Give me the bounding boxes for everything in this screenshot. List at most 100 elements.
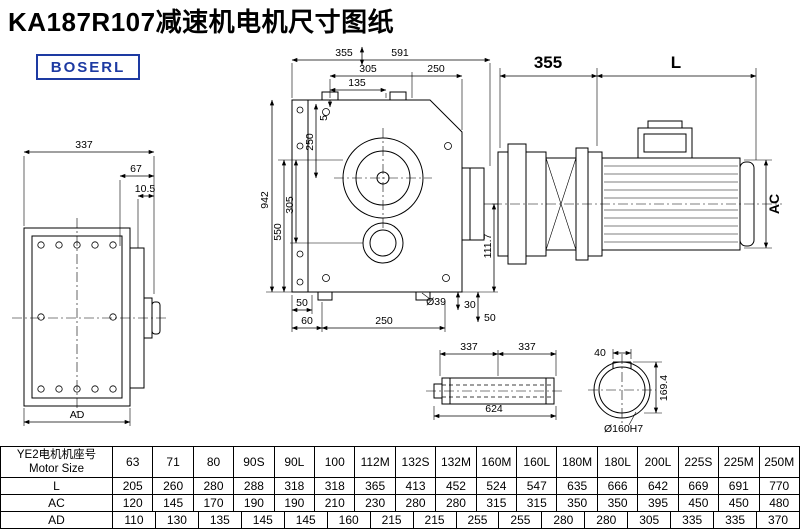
table-cell: 110 — [113, 512, 156, 529]
column-header: 90S — [234, 447, 275, 478]
dim-550: 550 — [272, 223, 284, 241]
table-cell: 190 — [234, 495, 275, 512]
dim-shaft-337-b: 337 — [518, 341, 536, 353]
table-cell: 413 — [395, 478, 437, 495]
column-header: 180M — [557, 447, 598, 478]
table-cell: 315 — [517, 495, 558, 512]
dim-bore-169-4: 169.4 — [658, 375, 670, 401]
column-header: 225S — [678, 447, 720, 478]
table-cell: 145 — [284, 512, 328, 529]
dim-250-bottom: 250 — [375, 315, 393, 327]
table-cell: 335 — [714, 512, 758, 529]
table-cell: 642 — [638, 478, 679, 495]
dim-shaft-624: 624 — [485, 403, 503, 415]
label-bore-160H7: Ø160H7 — [604, 423, 643, 435]
technical-drawing: 337 67 10.5 AD 591 355 305 250 — [12, 46, 782, 435]
dim-305-top: 305 — [359, 63, 377, 75]
table-cell: 452 — [436, 478, 477, 495]
table-cell: 288 — [234, 478, 275, 495]
dim-left-10-5: 10.5 — [135, 183, 156, 195]
column-header: 160M — [476, 447, 518, 478]
table-cell: 280 — [193, 478, 235, 495]
table-cell: 315 — [476, 495, 518, 512]
dim-250-left: 250 — [304, 133, 316, 151]
dim-left-67: 67 — [130, 163, 142, 175]
dim-bore-40: 40 — [594, 347, 606, 359]
table-cell: 669 — [678, 478, 720, 495]
dim-50-bottom-left: 50 — [296, 297, 308, 309]
table-cell: 666 — [597, 478, 639, 495]
table-cell: 135 — [198, 512, 242, 529]
table-cell: 318 — [274, 478, 316, 495]
table-cell: 395 — [638, 495, 679, 512]
page-title: KA187R107减速机电机尺寸图纸 — [8, 7, 395, 37]
table-cell: 365 — [355, 478, 396, 495]
table-cell: 691 — [719, 478, 760, 495]
dim-111-7: 111.7 — [482, 233, 494, 258]
table-cell: 130 — [155, 512, 199, 529]
table-cell: 210 — [315, 495, 356, 512]
left-side-view: 337 67 10.5 AD — [12, 139, 168, 426]
table-cell: 215 — [370, 512, 414, 529]
table-cell: 450 — [719, 495, 760, 512]
column-header: 132S — [395, 447, 437, 478]
column-header: 200L — [638, 447, 679, 478]
table-cell: 170 — [193, 495, 235, 512]
column-header: 132M — [436, 447, 477, 478]
output-shaft-detail: 337 337 624 — [426, 341, 564, 420]
dim-50-bottom-right: 50 — [484, 312, 496, 324]
table-cell: 370 — [757, 512, 800, 529]
boserl-logo-text: BOSERL — [50, 58, 126, 76]
table-cell: 255 — [499, 512, 543, 529]
dim-591: 591 — [391, 47, 409, 59]
column-header: 112M — [355, 447, 396, 478]
table-cell: 350 — [597, 495, 639, 512]
table-cell: 120 — [113, 495, 154, 512]
table-cell: 450 — [678, 495, 720, 512]
table-cell: 280 — [395, 495, 437, 512]
dim-5: 5 — [318, 115, 330, 121]
dim-355-top: 355 — [335, 47, 353, 59]
table-cell: 280 — [585, 512, 629, 529]
dim-dia-39: Ø39 — [426, 296, 446, 308]
column-header: 180L — [597, 447, 639, 478]
dim-left-ad: AD — [70, 409, 85, 421]
boserl-logo: BOSERL — [36, 54, 140, 80]
dim-motor-AC: AC — [766, 194, 782, 214]
table-cell: 350 — [557, 495, 598, 512]
table-cell: 335 — [671, 512, 715, 529]
row-label-AD: AD — [1, 512, 113, 529]
table-cell: 205 — [113, 478, 154, 495]
table-cell: 215 — [413, 512, 457, 529]
table-cell: 305 — [628, 512, 672, 529]
table-cell: 145 — [153, 495, 194, 512]
table-cell: 547 — [517, 478, 558, 495]
dim-30: 30 — [464, 299, 476, 311]
dim-shaft-337-a: 337 — [460, 341, 478, 353]
table-cell: 145 — [241, 512, 285, 529]
column-header: 225M — [719, 447, 760, 478]
bore-detail: 40 169.4 Ø160H7 — [588, 347, 670, 435]
row-label-L: L — [1, 478, 113, 495]
dim-135: 135 — [348, 77, 366, 89]
table-cell: 230 — [355, 495, 396, 512]
dim-motor-L: L — [671, 53, 681, 72]
table-cell: 160 — [327, 512, 371, 529]
table-cell: 770 — [759, 478, 800, 495]
dim-motor-355: 355 — [534, 53, 562, 72]
table-cell: 480 — [759, 495, 800, 512]
dim-305-left: 305 — [284, 196, 296, 214]
dim-942: 942 — [259, 191, 271, 209]
row-label-AC: AC — [1, 495, 113, 512]
column-header: 160L — [517, 447, 558, 478]
column-header: 90L — [274, 447, 316, 478]
motor-side-view: 355 L AC — [492, 53, 782, 265]
column-header: 80 — [193, 447, 235, 478]
dim-left-337: 337 — [75, 139, 93, 151]
table-cell: 260 — [153, 478, 194, 495]
column-header: 63 — [113, 447, 154, 478]
